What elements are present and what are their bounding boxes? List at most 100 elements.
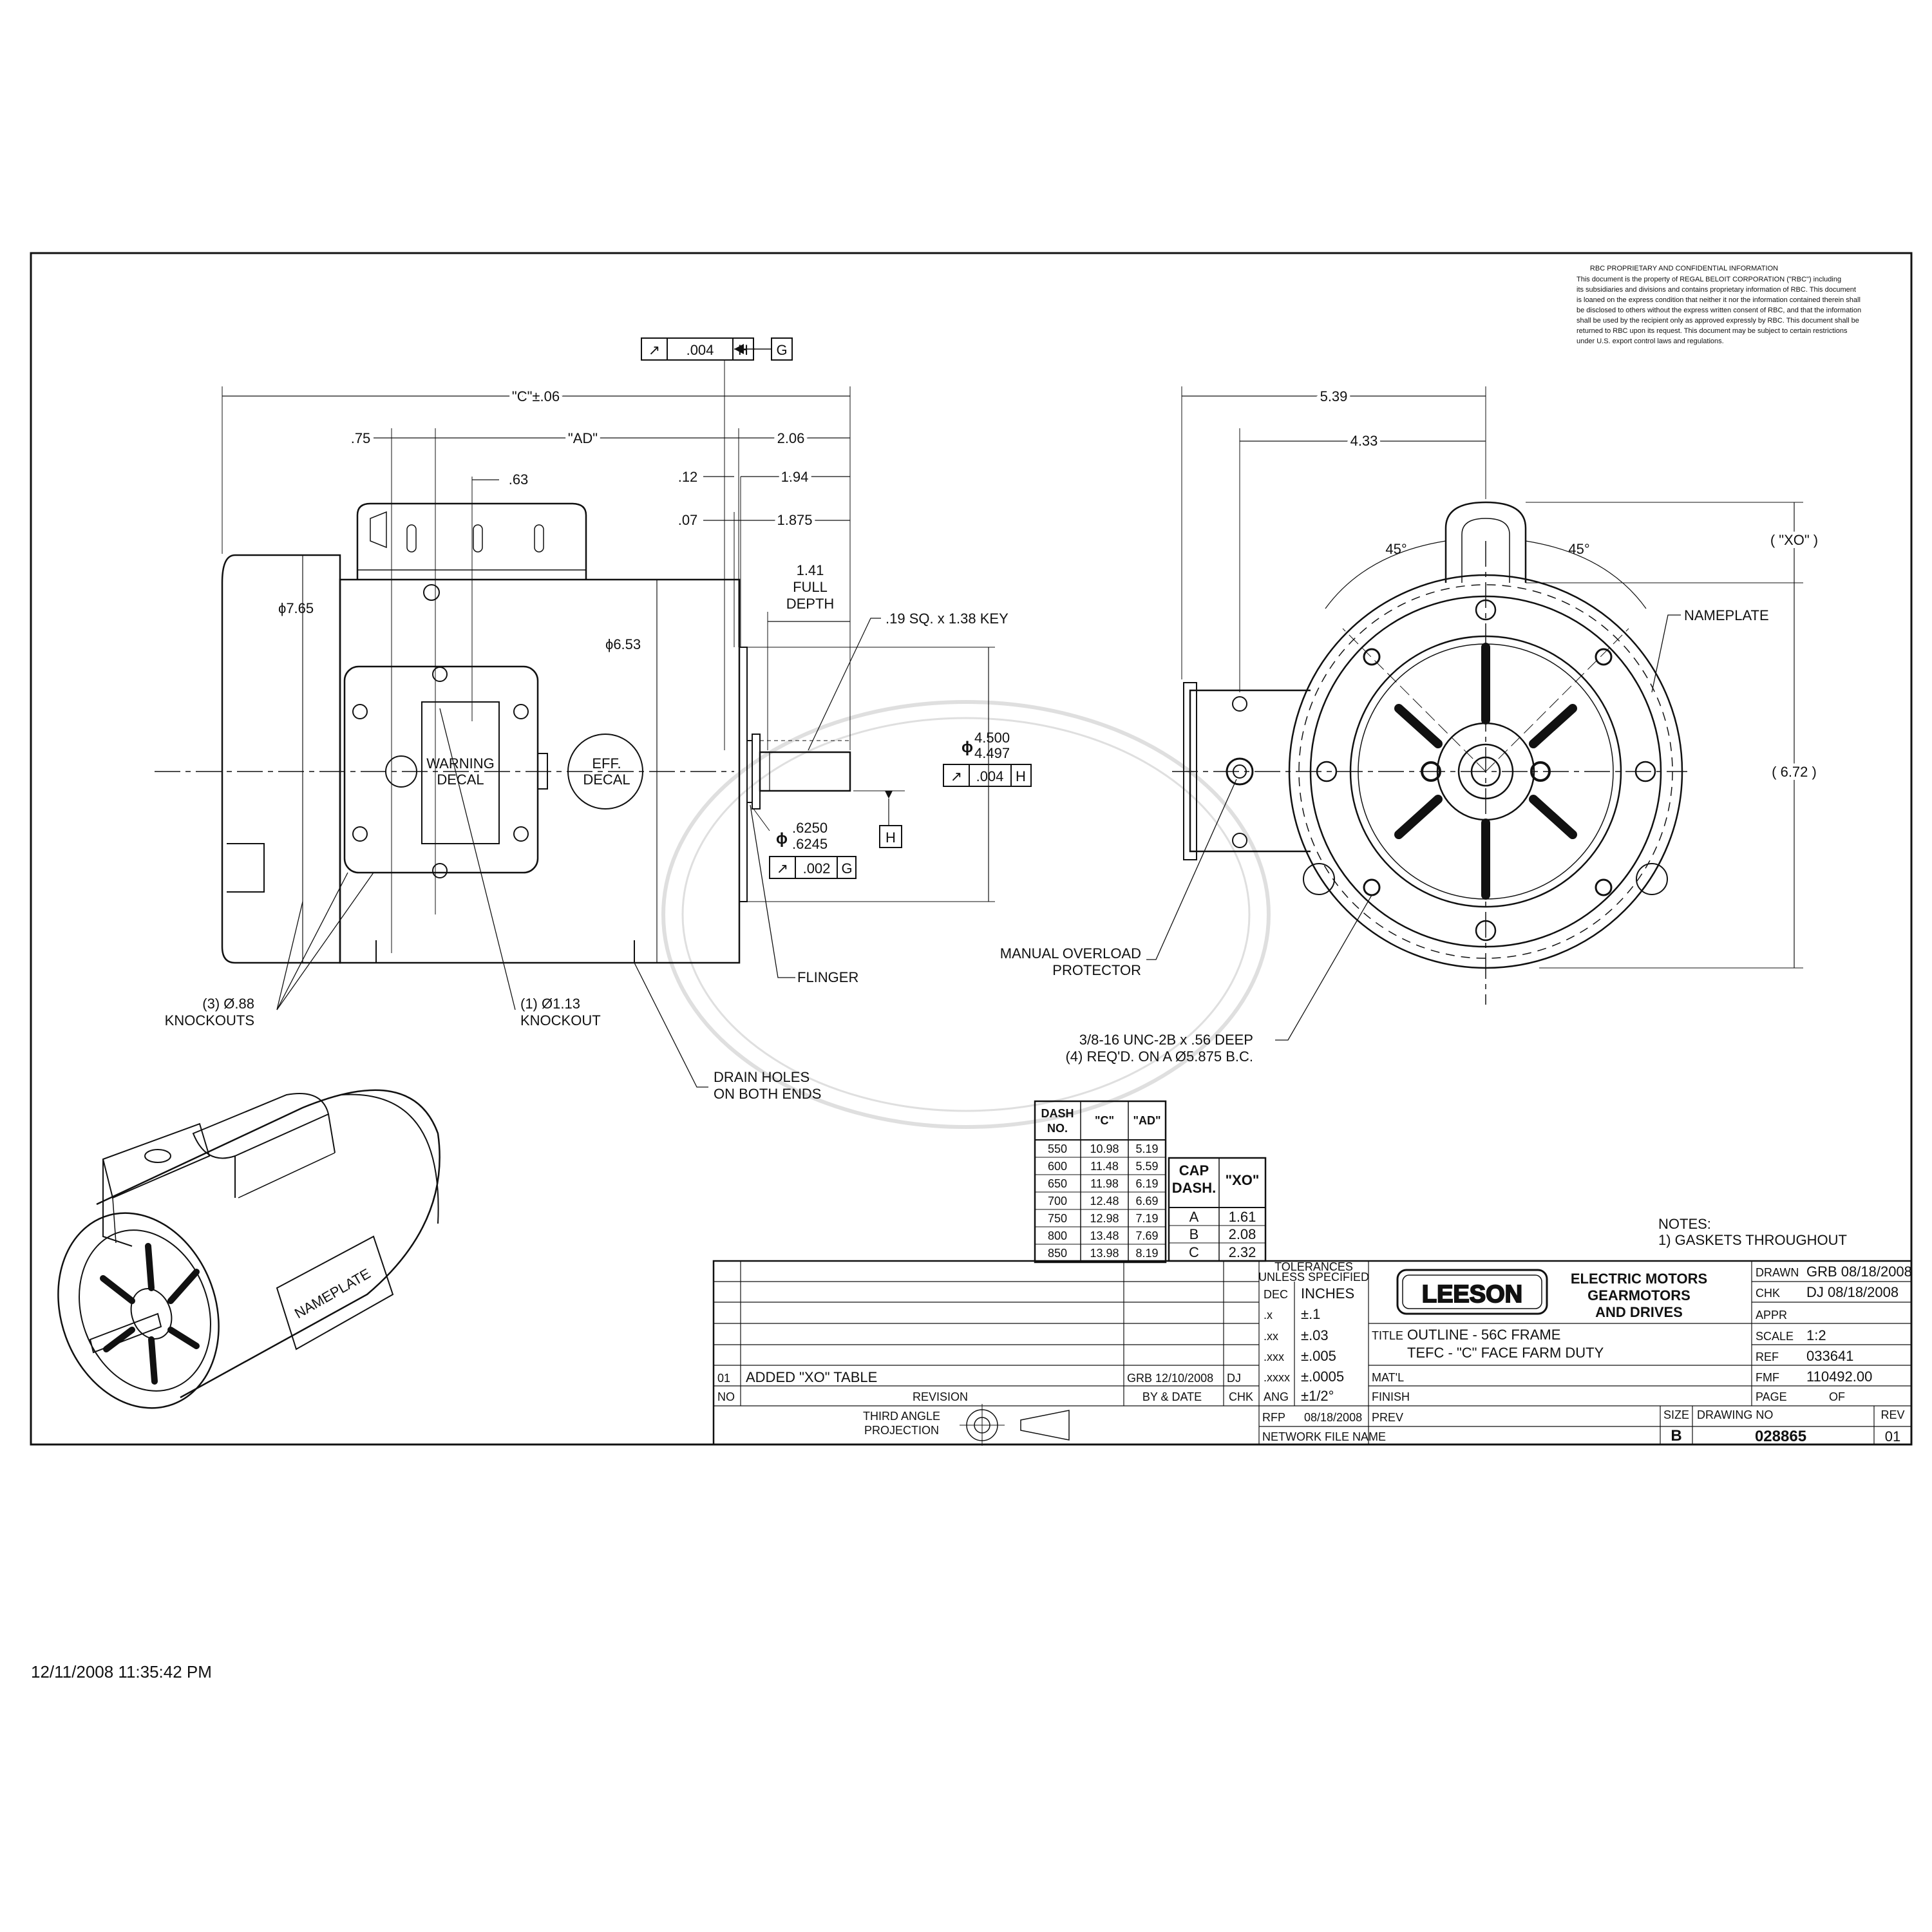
notes-title: NOTES: bbox=[1658, 1216, 1711, 1232]
isometric-view: NAMEPLATE bbox=[57, 1089, 440, 1409]
notice-line: its subsidiaries and divisions and conta… bbox=[1577, 286, 1856, 294]
conduit-box-end bbox=[1189, 689, 1311, 853]
dim-194: 1.94 bbox=[781, 469, 809, 485]
cap-cell: 1.61 bbox=[1229, 1209, 1256, 1225]
print-timestamp: 12/11/2008 11:35:42 PM bbox=[31, 1662, 212, 1681]
datum-h: H bbox=[886, 829, 896, 846]
svg-text:±.03: ±.03 bbox=[1301, 1327, 1329, 1343]
knockout-label: (1) Ø1.13 bbox=[520, 996, 580, 1012]
svg-text:KNOCKOUT: KNOCKOUT bbox=[520, 1012, 601, 1028]
dash-cell: 5.19 bbox=[1135, 1142, 1158, 1155]
notice-line: returned to RBC upon its request. This d… bbox=[1577, 327, 1848, 335]
svg-text:.6250: .6250 bbox=[792, 820, 828, 836]
pilot-dia-symbol: ϕ bbox=[961, 739, 973, 756]
manual-overload-label: MANUAL OVERLOAD bbox=[1000, 945, 1141, 961]
svg-text:±.1: ±.1 bbox=[1301, 1306, 1320, 1322]
company-line: GEARMOTORS bbox=[1587, 1287, 1690, 1303]
dash-cell: 11.98 bbox=[1090, 1177, 1119, 1190]
svg-text:GRB 08/18/2008: GRB 08/18/2008 bbox=[1806, 1264, 1912, 1280]
shaft bbox=[759, 751, 851, 792]
dash-cell: 10.98 bbox=[1090, 1142, 1119, 1155]
cap-table-header: "XO" bbox=[1226, 1172, 1260, 1188]
svg-text:BY & DATE: BY & DATE bbox=[1142, 1390, 1202, 1403]
notice-line: shall be used by the recipient only as a… bbox=[1577, 317, 1859, 325]
note-item: 1) GASKETS THROUGHOUT bbox=[1658, 1232, 1847, 1248]
dash-cell: 13.48 bbox=[1090, 1229, 1119, 1242]
cap-cell: B bbox=[1189, 1226, 1199, 1242]
svg-text:FULL: FULL bbox=[793, 579, 828, 595]
svg-text:TITLE: TITLE bbox=[1372, 1329, 1403, 1342]
svg-text:DJ: DJ bbox=[1227, 1372, 1241, 1385]
dash-cell: 6.69 bbox=[1135, 1195, 1158, 1208]
svg-text:4.497: 4.497 bbox=[974, 745, 1010, 761]
svg-text:MAT'L: MAT'L bbox=[1372, 1371, 1404, 1384]
runout-icon: ↗ bbox=[951, 768, 962, 784]
dash-cell: 7.69 bbox=[1135, 1229, 1158, 1242]
drawing-title: OUTLINE - 56C FRAME bbox=[1407, 1327, 1560, 1343]
runout-icon: ↗ bbox=[649, 342, 660, 358]
svg-text:FINISH: FINISH bbox=[1372, 1390, 1410, 1403]
title-block: 01 ADDED "XO" TABLE GRB 12/10/2008 DJ NO… bbox=[712, 1260, 1913, 1446]
dim-07: .07 bbox=[678, 512, 698, 528]
dash-table-header: DASH bbox=[1041, 1107, 1074, 1120]
notice-line: This document is the property of REGAL B… bbox=[1577, 276, 1841, 283]
end-view-dimensions: 5.39 4.33 45° 45° ( "XO" ) ( 6.72 ) NAME… bbox=[1000, 385, 1821, 1065]
svg-text:.004: .004 bbox=[687, 342, 714, 358]
svg-text:ANG: ANG bbox=[1264, 1390, 1289, 1403]
flinger-label: FLINGER bbox=[797, 969, 858, 985]
dim-206: 2.06 bbox=[777, 430, 805, 446]
dash-cell: 5.59 bbox=[1135, 1160, 1158, 1173]
warning-decal-area bbox=[421, 701, 500, 844]
drain-holes-label: DRAIN HOLES bbox=[714, 1069, 810, 1085]
third-angle-projection-icon bbox=[960, 1404, 1070, 1446]
company-line: ELECTRIC MOTORS bbox=[1571, 1271, 1707, 1287]
dash-cell: 850 bbox=[1048, 1247, 1067, 1260]
iso-shaft bbox=[89, 1312, 162, 1354]
dim-672: ( 6.72 ) bbox=[1772, 764, 1817, 780]
svg-text:G: G bbox=[841, 860, 852, 876]
svg-text:H: H bbox=[1016, 768, 1026, 784]
cap-table-header: CAP bbox=[1179, 1162, 1209, 1179]
svg-text:GRB 12/10/2008: GRB 12/10/2008 bbox=[1127, 1372, 1213, 1385]
svg-text:SIZE: SIZE bbox=[1663, 1408, 1689, 1421]
dash-cell: 12.98 bbox=[1090, 1212, 1119, 1225]
dash-table-header: "C" bbox=[1095, 1114, 1114, 1127]
dash-cell: 750 bbox=[1048, 1212, 1067, 1225]
dim-ad: "AD" bbox=[568, 430, 598, 446]
svg-text:DASH.: DASH. bbox=[1172, 1180, 1216, 1196]
svg-text:1.41: 1.41 bbox=[797, 562, 824, 578]
notes: NOTES: 1) GASKETS THROUGHOUT bbox=[1658, 1216, 1847, 1248]
dash-cell: 7.19 bbox=[1135, 1212, 1158, 1225]
dash-cell: 700 bbox=[1048, 1195, 1067, 1208]
angle-right: 45° bbox=[1568, 541, 1589, 557]
svg-text:CHK: CHK bbox=[1756, 1287, 1780, 1300]
dash-cell: 12.48 bbox=[1090, 1195, 1119, 1208]
dash-table-header: "AD" bbox=[1133, 1114, 1160, 1127]
dash-table-rowlines bbox=[1035, 1157, 1166, 1245]
notice-title: RBC PROPRIETARY AND CONFIDENTIAL INFORMA… bbox=[1590, 265, 1778, 272]
svg-text:KNOCKOUTS: KNOCKOUTS bbox=[165, 1012, 254, 1028]
proprietary-notice: RBC PROPRIETARY AND CONFIDENTIAL INFORMA… bbox=[1577, 265, 1861, 345]
svg-text:PROTECTOR: PROTECTOR bbox=[1052, 962, 1141, 978]
svg-text:.004: .004 bbox=[976, 768, 1004, 784]
shaft-end bbox=[1470, 756, 1501, 787]
svg-text:DECAL: DECAL bbox=[437, 772, 484, 788]
capacitor-cover bbox=[356, 502, 587, 580]
cap-table: CAP DASH. "XO" A 1.61 B 2.08 C 2.32 bbox=[1168, 1157, 1267, 1262]
svg-text:G: G bbox=[776, 342, 787, 358]
dash-cell: 11.48 bbox=[1090, 1160, 1119, 1173]
side-view-dimensions: ↗ .004 H G "C"±.06 .75 "AD" 2.06 .63 bbox=[165, 337, 1032, 1102]
iso-body bbox=[96, 1089, 440, 1399]
svg-text:.xxx: .xxx bbox=[1264, 1350, 1284, 1363]
dash-cell: 550 bbox=[1048, 1142, 1067, 1155]
capacitor-end bbox=[1444, 501, 1527, 583]
dim-xo: ( "XO" ) bbox=[1770, 532, 1818, 548]
runout-icon: ↗ bbox=[777, 860, 788, 876]
warning-decal-label: WARNING bbox=[426, 755, 495, 772]
svg-text:DEC: DEC bbox=[1264, 1288, 1288, 1301]
svg-text:DRAWN: DRAWN bbox=[1756, 1266, 1799, 1279]
svg-text:±1/2°: ±1/2° bbox=[1301, 1388, 1334, 1404]
svg-text:4.500: 4.500 bbox=[974, 730, 1010, 746]
angle-left: 45° bbox=[1385, 541, 1406, 557]
leeson-logo: LEESON bbox=[1396, 1269, 1548, 1315]
